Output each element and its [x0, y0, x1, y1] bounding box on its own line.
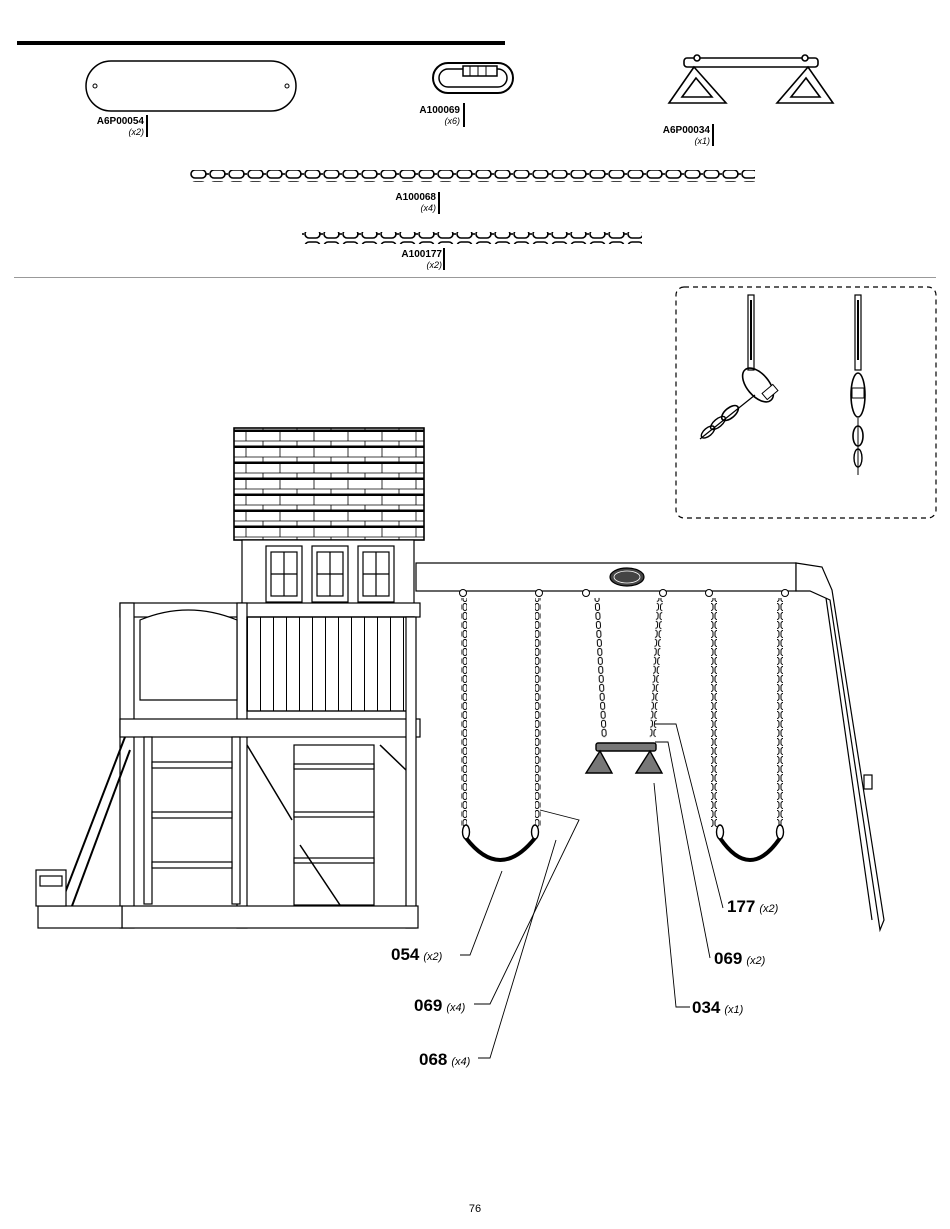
quick-link-part-drawing: [433, 63, 513, 93]
seat-part-drawing: [86, 61, 296, 111]
swing-seats: [466, 838, 780, 860]
detail-inset-box: [676, 287, 936, 518]
trapeze-drawing: [586, 743, 662, 773]
long-chain-part-drawing: [190, 170, 755, 182]
leader-lines: [460, 724, 723, 1058]
short-chain-part-drawing: [302, 232, 642, 244]
trapeze-part-drawing: [669, 55, 833, 103]
playhouse-drawing: [36, 428, 424, 928]
swing-chains: [460, 590, 789, 829]
